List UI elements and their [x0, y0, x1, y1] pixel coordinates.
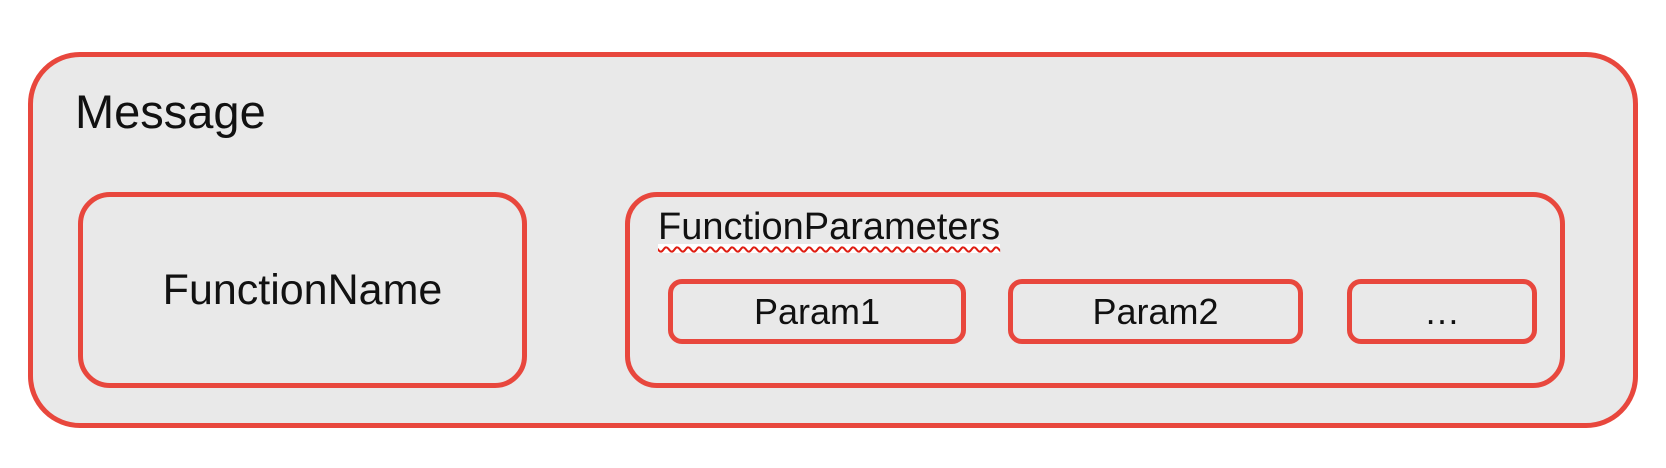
- param2-label: Param2: [1092, 290, 1219, 332]
- function-name-label: FunctionName: [162, 265, 443, 314]
- function-parameters-label: FunctionParameters: [658, 206, 1001, 253]
- function-name-box: FunctionName: [78, 192, 527, 388]
- function-parameters-label-text: FunctionParameters: [658, 206, 1001, 253]
- param1-box: Param1: [668, 279, 966, 344]
- param1-label: Param1: [753, 290, 881, 332]
- param2-box: Param2: [1008, 279, 1303, 344]
- message-label: Message: [75, 85, 266, 138]
- ellipsis-param-box: …: [1347, 279, 1537, 344]
- ellipsis-param-label: …: [1424, 290, 1460, 332]
